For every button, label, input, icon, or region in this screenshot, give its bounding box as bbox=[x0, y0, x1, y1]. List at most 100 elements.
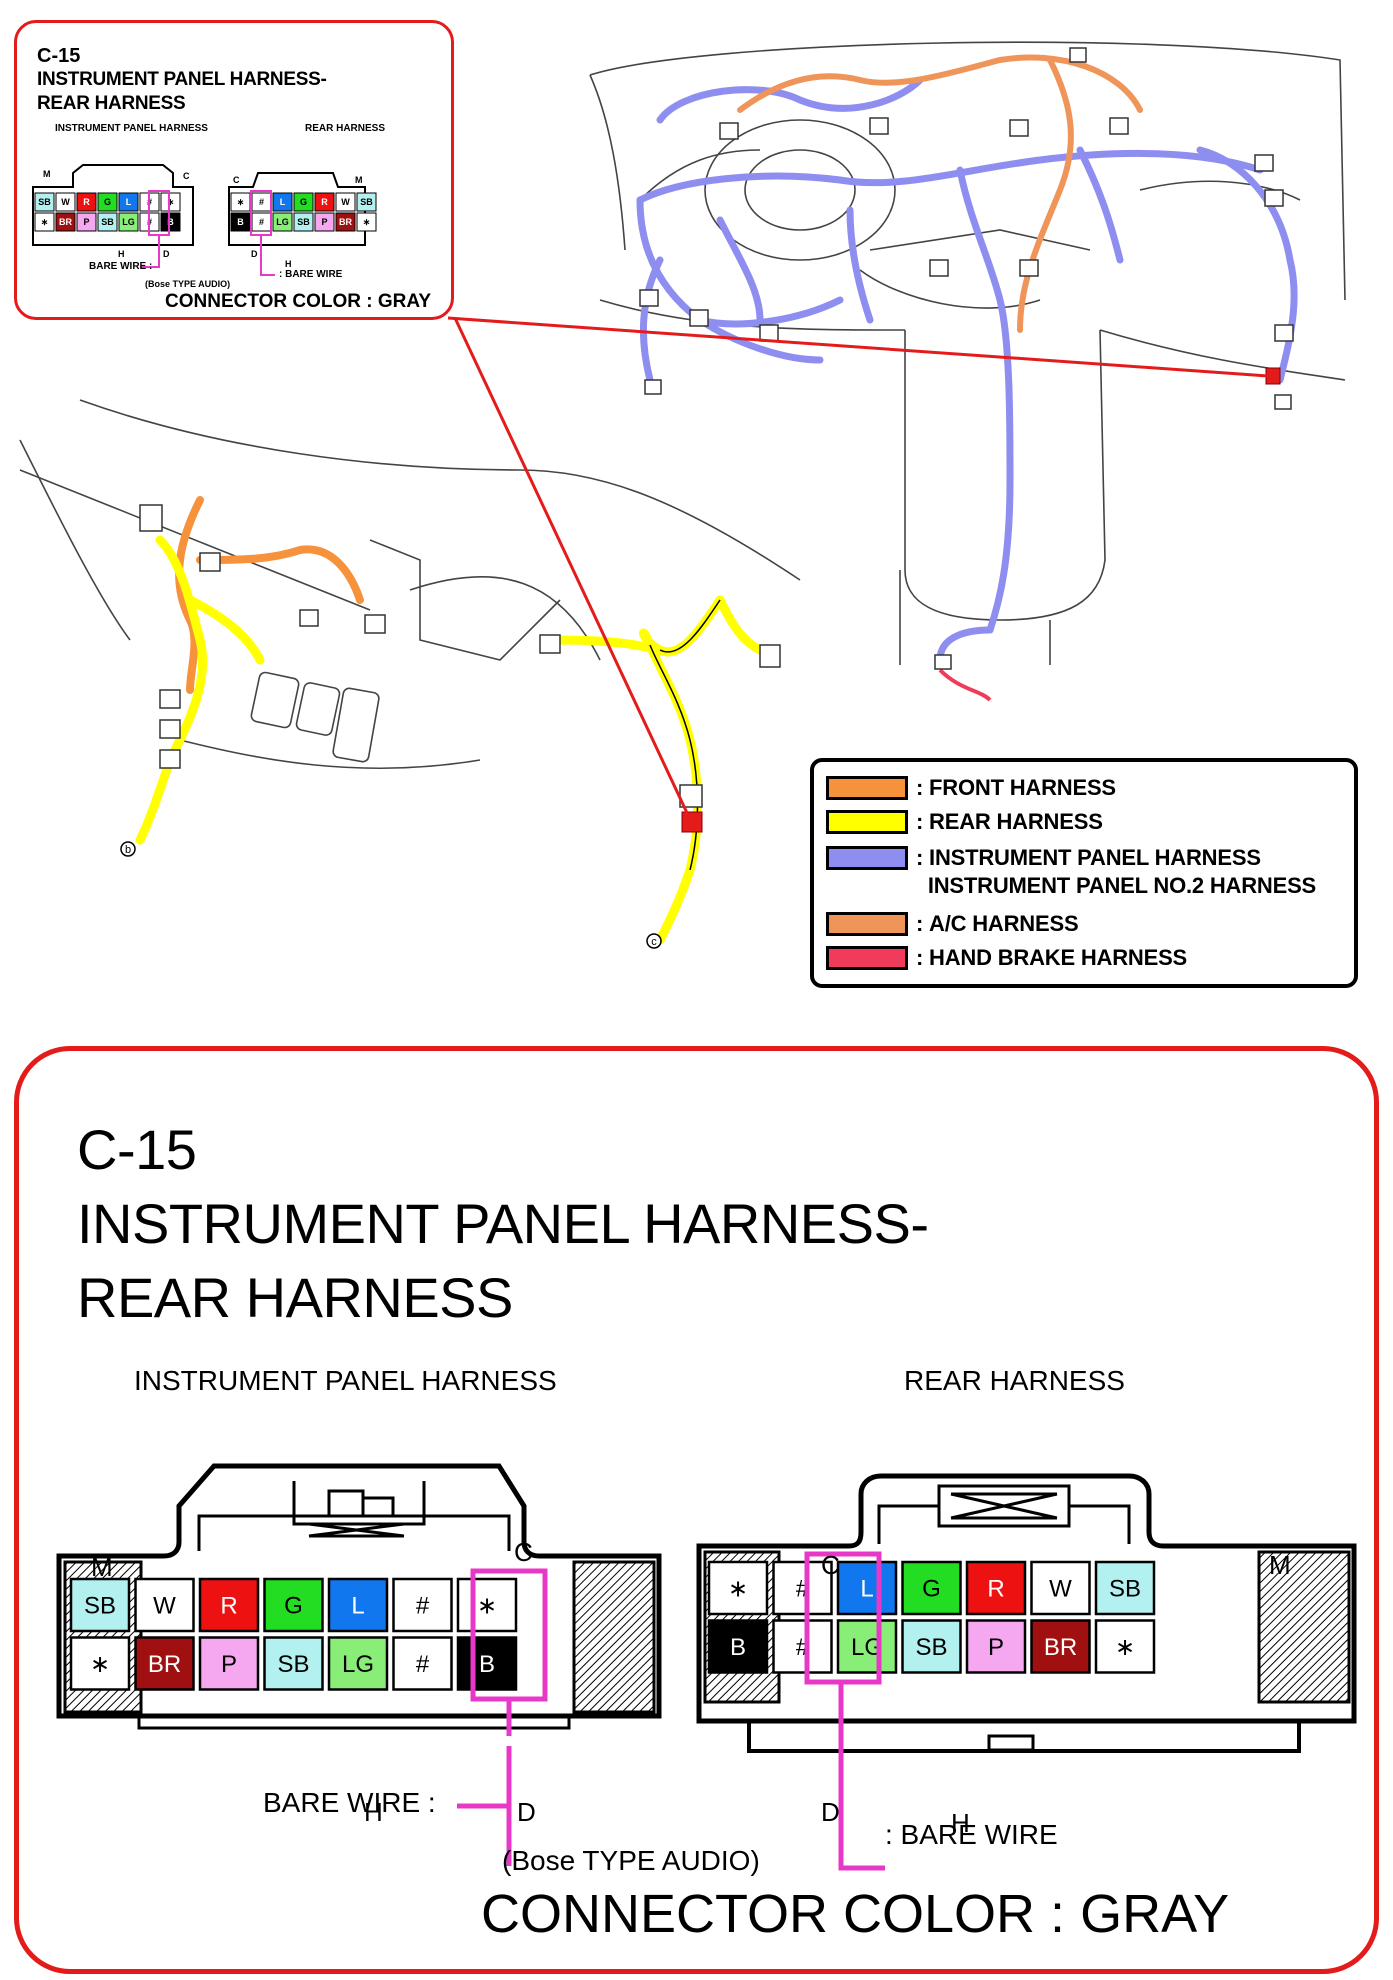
ip-bare-wire-leader bbox=[457, 1746, 512, 1809]
ip-terminal-label: SB bbox=[277, 1651, 309, 1678]
harness-color-legend: : FRONT HARNESS : REAR HARNESS : INSTRUM… bbox=[810, 758, 1358, 988]
legend-item-front-harness: : FRONT HARNESS bbox=[826, 774, 1116, 802]
inset-left-heading: INSTRUMENT PANEL HARNESS bbox=[55, 123, 208, 134]
inset-ip-terminal-label: SB bbox=[101, 217, 114, 227]
detail-left-heading: INSTRUMENT PANEL HARNESS bbox=[134, 1365, 557, 1396]
callout-b: b bbox=[120, 841, 136, 857]
ip-terminal-cell bbox=[327, 1577, 389, 1633]
ip-terminal-cell bbox=[263, 1636, 324, 1691]
inset-right-heading: REAR HARNESS bbox=[305, 123, 386, 134]
inset-rear-terminal-label: R bbox=[321, 197, 328, 207]
legend-label: : INSTRUMENT PANEL HARNESS INSTRUMENT PA… bbox=[916, 845, 1317, 898]
ip-terminal-cell bbox=[69, 1636, 131, 1691]
legend-swatch bbox=[826, 912, 908, 936]
rear-terminal-cell bbox=[901, 1560, 962, 1616]
inset-ip-terminal-cell bbox=[76, 192, 97, 212]
inset-ip-terminal-label: W bbox=[61, 197, 70, 207]
connector-color-label: CONNECTOR COLOR : GRAY bbox=[481, 1884, 1230, 1944]
ip-terminal-label: G bbox=[284, 1593, 303, 1620]
svg-text:C: C bbox=[183, 171, 190, 181]
rear-terminal-cell bbox=[836, 1560, 898, 1616]
inset-rear-terminal-label: LG bbox=[276, 217, 289, 227]
ip-terminal-cell bbox=[198, 1636, 260, 1691]
callout-c: c bbox=[646, 933, 662, 949]
inset-ip-terminal-cell bbox=[34, 212, 55, 232]
ip-terminal-cell bbox=[392, 1636, 453, 1691]
inset-ip-terminal-cell bbox=[97, 192, 118, 212]
rear-terminal-label: B bbox=[730, 1634, 746, 1661]
inset-ip-terminal-label: G bbox=[104, 197, 111, 207]
rear-label-d: D bbox=[821, 1797, 840, 1827]
svg-text:b: b bbox=[125, 844, 131, 856]
inset-rear-terminal-label: BR bbox=[339, 217, 352, 227]
inset-rear-terminal-cell bbox=[293, 212, 314, 232]
rear-bare-wire-label: : BARE WIRE bbox=[885, 1819, 1058, 1850]
legend-swatch bbox=[826, 846, 908, 870]
rear-terminal-cell bbox=[1094, 1619, 1156, 1674]
rear-terminal-label: BR bbox=[1044, 1634, 1077, 1661]
rear-terminal-label: W bbox=[1049, 1576, 1072, 1603]
svg-text:C: C bbox=[233, 175, 240, 185]
rear-terminal-label: P bbox=[988, 1634, 1004, 1661]
rear-terminal-cell bbox=[707, 1560, 769, 1616]
legend-item-instrument-panel-harness: : INSTRUMENT PANEL HARNESS INSTRUMENT PA… bbox=[826, 844, 1316, 906]
inset-ip-terminal-cell bbox=[55, 212, 76, 232]
ip-terminal-cell bbox=[134, 1577, 195, 1633]
inset-ip-terminal-label: SB bbox=[38, 197, 51, 207]
detail-title-line2: REAR HARNESS bbox=[77, 1266, 513, 1329]
inset-rear-terminal-label: # bbox=[259, 217, 264, 227]
inset-rear-terminal-cell bbox=[314, 212, 335, 232]
rear-terminal-cell bbox=[836, 1619, 898, 1674]
ip-terminal-label: W bbox=[153, 1593, 176, 1620]
ip-terminal-cell bbox=[69, 1577, 131, 1633]
svg-text:H: H bbox=[118, 249, 125, 259]
svg-text:M: M bbox=[43, 169, 51, 179]
legend-item-ac-harness: : A/C HARNESS bbox=[826, 910, 1079, 938]
legend-swatch bbox=[826, 946, 908, 970]
ip-terminal-label: B bbox=[479, 1651, 495, 1678]
svg-text:c: c bbox=[651, 936, 657, 948]
rear-terminal-cell bbox=[1030, 1619, 1091, 1674]
legend-label: : REAR HARNESS bbox=[916, 809, 1103, 834]
inset-rear-terminal-cell bbox=[356, 192, 377, 212]
inset-ip-terminal-label: L bbox=[126, 197, 132, 207]
rear-terminal-cell bbox=[1030, 1560, 1091, 1616]
inset-rear-terminal-cell bbox=[335, 212, 356, 232]
inset-ip-terminal-label: B bbox=[167, 217, 174, 227]
ip-terminal-label: BR bbox=[148, 1651, 181, 1678]
ip-terminal-label: ∗ bbox=[90, 1651, 110, 1678]
ip-terminal-label: R bbox=[220, 1593, 237, 1620]
legend-item-hand-brake-harness: : HAND BRAKE HARNESS bbox=[826, 944, 1187, 972]
ip-terminal-label: # bbox=[416, 1593, 430, 1620]
detail-title-line1: INSTRUMENT PANEL HARNESS- bbox=[77, 1192, 929, 1255]
inset-title-line1: INSTRUMENT PANEL HARNESS- bbox=[37, 69, 327, 90]
inset-bare-wire-left: BARE WIRE : bbox=[89, 261, 153, 272]
ip-terminal-label: L bbox=[351, 1593, 364, 1620]
rear-terminal-label: L bbox=[860, 1576, 873, 1603]
inset-ip-terminal-label: R bbox=[83, 197, 90, 207]
svg-text:D: D bbox=[251, 249, 258, 259]
rear-bare-wire-leader bbox=[838, 1846, 885, 1871]
callout-leader-lines bbox=[447, 316, 1269, 816]
inset-ip-terminal-label: ∗ bbox=[167, 197, 175, 207]
bose-audio-note: (Bose TYPE AUDIO) bbox=[502, 1845, 760, 1876]
legend-swatch bbox=[826, 810, 908, 834]
inset-rear-terminal-cell bbox=[356, 212, 377, 232]
svg-text:D: D bbox=[163, 249, 170, 259]
rear-terminal-cell bbox=[1094, 1560, 1156, 1616]
svg-text:H: H bbox=[285, 259, 292, 269]
ip-terminal-cell bbox=[327, 1636, 389, 1691]
legend-label: : HAND BRAKE HARNESS bbox=[916, 945, 1188, 970]
inset-rear-terminal-cell bbox=[314, 192, 335, 212]
rear-terminal-label: G bbox=[922, 1576, 941, 1603]
inset-rear-terminal-label: G bbox=[300, 197, 307, 207]
legend-swatch bbox=[826, 776, 908, 800]
inset-rear-terminal-label: ∗ bbox=[237, 197, 245, 207]
detail-connector-code: C-15 bbox=[77, 1118, 197, 1181]
inset-ip-terminal-cell bbox=[97, 212, 118, 232]
ip-terminal-cell bbox=[198, 1577, 260, 1633]
inset-ip-terminal-cell bbox=[76, 212, 97, 232]
ip-terminal-cell bbox=[392, 1577, 453, 1633]
rear-terminal-label: ∗ bbox=[1115, 1634, 1135, 1661]
